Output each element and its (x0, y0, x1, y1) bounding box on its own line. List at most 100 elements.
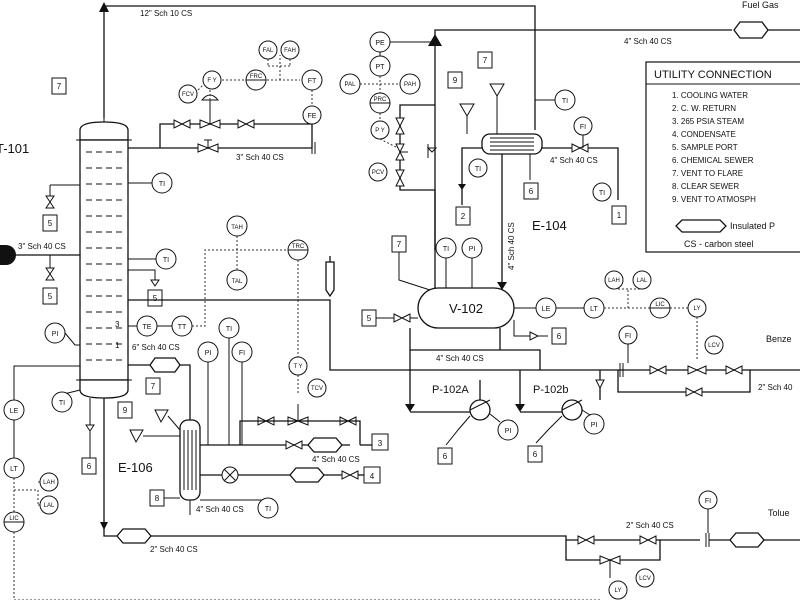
svg-text:LAL: LAL (637, 278, 648, 284)
svg-text:FI: FI (239, 350, 245, 357)
svg-text:PT: PT (376, 64, 386, 71)
cooling-pipe-label: 4" Sch 40 CS (550, 156, 598, 165)
benzene-label: Benze (766, 334, 792, 344)
svg-text:P Y: P Y (375, 128, 384, 134)
svg-text:PI: PI (591, 422, 598, 429)
legend-item-9: 9. VENT TO ATMOSPH (672, 195, 756, 204)
instrument-fah: FAH (280, 40, 300, 60)
svg-text:LY: LY (694, 306, 701, 312)
legend-carbon-steel: CS - carbon steel (684, 239, 754, 249)
svg-text:LY: LY (615, 588, 622, 594)
legend-item-8: 8. CLEAR SEWER (672, 182, 739, 191)
instrument-fe: FE (302, 105, 322, 125)
svg-text:FI: FI (705, 498, 711, 505)
legend-item-6: 6. CHEMICAL SEWER (672, 156, 754, 165)
reboiler-e106: 6" Sch 40 CS E-106 4" Sch 40 CS 3 (117, 317, 389, 519)
steam-pipe-label: 4" Sch 40 CS (312, 455, 360, 464)
svg-text:LCV: LCV (639, 576, 651, 582)
svg-text:5: 5 (48, 219, 53, 228)
svg-text:3: 3 (378, 439, 383, 448)
tray-3-label: 3 (115, 320, 120, 329)
flow-control-loop: 3" Sch 40 CS FAL FAH F Y FRC (128, 40, 323, 162)
svg-text:PI: PI (52, 331, 59, 338)
column-t101: T-101 3 1 (0, 118, 132, 399)
svg-text:TCV: TCV (311, 386, 323, 392)
svg-text:FCV: FCV (182, 92, 194, 98)
svg-text:FRC: FRC (250, 74, 263, 80)
condenser-e104: E-104 4" Sch 40 CS FI TI 1 4" Sch 40 CS … (447, 51, 627, 290)
instrument-fcv: FCV (178, 84, 198, 104)
svg-text:P-102b: P-102b (533, 384, 568, 396)
svg-text:TE: TE (143, 324, 152, 331)
svg-text:TI: TI (265, 506, 271, 513)
svg-text:TI: TI (59, 400, 65, 407)
sample-port-right: 5 (128, 269, 163, 307)
instrument-fy: F Y (202, 70, 222, 90)
svg-text:P-102A: P-102A (432, 384, 469, 396)
reflux-line: 4" Sch 40 CS (128, 256, 615, 412)
svg-text:PCV: PCV (372, 170, 384, 176)
benzene-pipe-label: 2" Sch 40 (758, 383, 793, 392)
svg-text:FT: FT (308, 78, 317, 85)
legend-insulated: Insulated P (730, 221, 775, 231)
flow-pipe-label: 3" Sch 40 CS (236, 153, 284, 162)
svg-text:PAH: PAH (404, 82, 416, 88)
toluene-label: Tolue (768, 508, 790, 518)
tray-1-label: 1 (115, 341, 120, 350)
svg-text:T Y: T Y (293, 364, 302, 370)
svg-text:LT: LT (10, 466, 18, 473)
svg-text:5: 5 (153, 294, 158, 303)
svg-text:9: 9 (123, 406, 128, 415)
svg-text:9: 9 (453, 76, 458, 85)
benzene-product-line: FI Benze 2" Sch 40 (615, 325, 800, 397)
fuel-gas-label: Fuel Gas (742, 0, 779, 10)
svg-text:7: 7 (57, 82, 62, 91)
bottoms-line: 2" Sch 40 CS Tolue 2" Sch 40 CS FI LY LC… (14, 398, 800, 600)
svg-text:PI: PI (469, 246, 476, 253)
svg-text:LAL: LAL (44, 503, 55, 509)
column-pi: PI (44, 322, 80, 346)
svg-text:F Y: F Y (207, 78, 216, 84)
svg-text:FI: FI (580, 124, 586, 131)
svg-text:7: 7 (151, 382, 156, 391)
svg-text:LAH: LAH (43, 480, 55, 486)
connection-7-column: 7 (51, 77, 67, 95)
svg-text:TI: TI (599, 190, 605, 197)
svg-text:6: 6 (443, 452, 448, 461)
svg-text:LT: LT (590, 306, 598, 313)
pump-p102b: P-102b PI 6 (520, 370, 605, 463)
drum-v102: V-102 7 TI PI 5 6 LE LT LAH LAL (361, 190, 724, 360)
svg-text:7: 7 (483, 56, 488, 65)
column-ti-upper: TI (128, 172, 173, 194)
svg-text:7: 7 (397, 240, 402, 249)
legend-item-5: 5. SAMPLE PORT (672, 143, 738, 152)
svg-text:TI: TI (163, 257, 169, 264)
reboiler-tag: E-106 (118, 460, 153, 475)
column-drain: 6 (81, 398, 97, 475)
svg-text:6: 6 (533, 450, 538, 459)
temp-control-loop: TE TT TAH TAL TRC T Y TCV (128, 215, 327, 398)
condenser-outlet-pipe-label: 4" Sch 40 CS (507, 222, 516, 270)
svg-text:FAH: FAH (284, 48, 296, 54)
svg-text:TI: TI (226, 326, 232, 333)
svg-text:2: 2 (461, 212, 466, 221)
column-bottom-ti: TI (51, 389, 81, 413)
reboiler-vapor-pipe-label: 6" Sch 40 CS (132, 343, 180, 352)
svg-text:TI: TI (443, 246, 449, 253)
column-level-loop: LE LT LAH LAL LIC (3, 365, 80, 600)
svg-text:LE: LE (542, 306, 551, 313)
overhead-piping: 12" Sch 10 CS Fuel Gas 4" Sch 40 CS (99, 0, 800, 250)
svg-text:TRC: TRC (292, 244, 305, 250)
legend-item-2: 2. C. W. RETURN (672, 104, 736, 113)
legend-item-4: 4. CONDENSATE (672, 130, 736, 139)
reboiler-steam-valves (257, 404, 357, 450)
condenser-tag: E-104 (532, 218, 567, 233)
svg-text:6: 6 (87, 462, 92, 471)
legend-item-1: 1. COOLING WATER (672, 91, 748, 100)
svg-text:5: 5 (48, 292, 53, 301)
svg-text:6: 6 (529, 187, 534, 196)
svg-text:4: 4 (370, 472, 375, 481)
svg-text:TI: TI (562, 98, 568, 105)
svg-text:LE: LE (10, 408, 19, 415)
pump-p102a: P-102A PI 6 (410, 380, 519, 465)
